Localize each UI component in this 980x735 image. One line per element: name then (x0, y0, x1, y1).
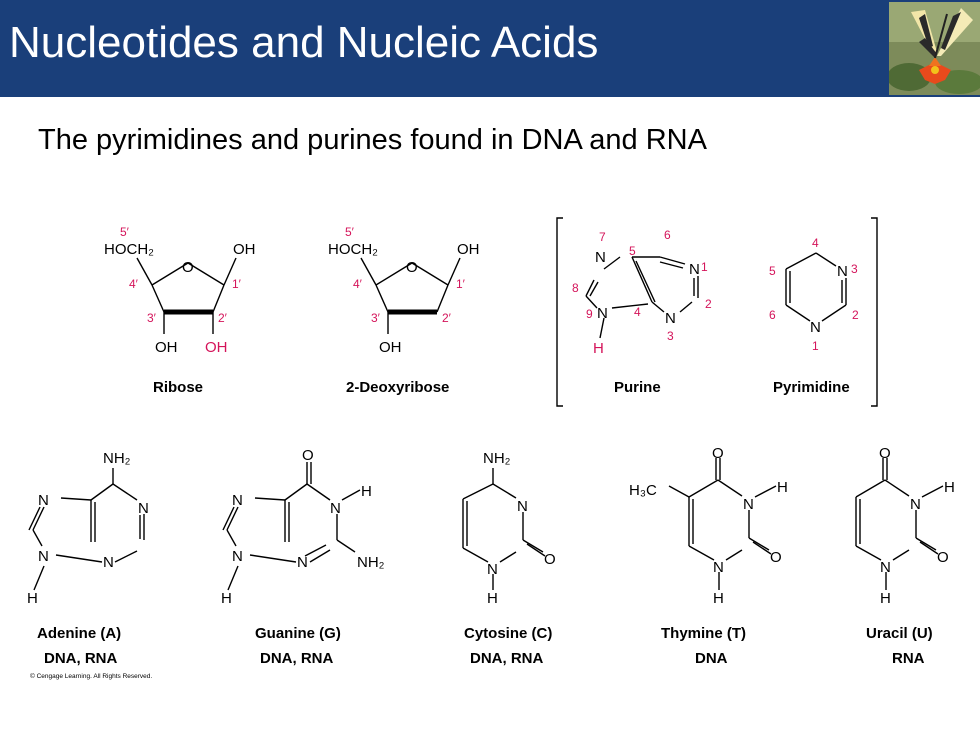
pyrimidine-label: Pyrimidine (773, 379, 850, 396)
purine-number-5: 5 (629, 244, 636, 258)
guanine-h9: H (221, 590, 232, 607)
adenine-n7: N (38, 492, 49, 509)
deoxyribose-number-c4: 4′ (353, 277, 363, 291)
purine-number-3: 3 (667, 329, 674, 343)
purine-n1: N (689, 261, 700, 278)
slide-title: Nucleotides and Nucleic Acids (9, 18, 599, 67)
pyrimidine-number-4: 4 (812, 236, 819, 250)
thymine-n3: N (743, 496, 754, 513)
ribose-number-c2: 2′ (218, 311, 228, 325)
thymine-h3: H (777, 479, 788, 496)
purine-n9: N (597, 305, 608, 322)
cytosine-h: H (487, 590, 498, 607)
purine-h: H (593, 340, 604, 357)
ribose-label: Ribose (153, 379, 203, 396)
cytosine-n1: N (487, 561, 498, 578)
ribose-number-c5: 5′ (120, 225, 130, 239)
ribose-ring-oxygen: O (182, 259, 194, 276)
pyrimidine-n3: N (837, 263, 848, 280)
uracil-n1: N (880, 559, 891, 576)
uracil-label: Uracil (U) (866, 625, 933, 642)
deoxyribose-number-c1: 1′ (456, 277, 466, 291)
cytosine-label: Cytosine (C) (464, 625, 552, 642)
ribose-hoch2-group: HOCH₂ (104, 241, 154, 258)
ribose-number-c1: 1′ (232, 277, 242, 291)
deoxyribose-number-c5: 5′ (345, 225, 355, 239)
thymine-label: Thymine (T) (661, 625, 746, 642)
uracil-o4: O (879, 445, 891, 462)
guanine-n9: N (232, 548, 243, 565)
deoxyribose-label: 2-Deoxyribose (346, 379, 449, 396)
butterfly-on-flower-image (887, 2, 980, 95)
thymine-n1: N (713, 559, 724, 576)
purine-number-1: 1 (701, 260, 708, 274)
guanine-n3: N (297, 554, 308, 571)
copyright-notice: © Cengage Learning. All Rights Reserved. (30, 672, 152, 680)
deoxyribose-oh-c1: OH (457, 241, 480, 258)
cytosine-o: O (544, 551, 556, 568)
adenine-occurrence: DNA, RNA (44, 650, 117, 667)
adenine-n1: N (138, 500, 149, 517)
purine-number-4: 4 (634, 305, 641, 319)
ribose-oh-c2: OH (205, 339, 228, 356)
deoxyribose-number-c3: 3′ (371, 311, 381, 325)
deoxyribose-number-c2: 2′ (442, 311, 452, 325)
adenine-n3: N (103, 554, 114, 571)
thymine-h3c: H₃C (629, 482, 657, 499)
guanine-occurrence: DNA, RNA (260, 650, 333, 667)
pyrimidine-n1: N (810, 319, 821, 336)
adenine-nh2: NH₂ (103, 450, 131, 467)
purine-n3: N (665, 310, 676, 327)
deoxyribose-oh-c3: OH (379, 339, 402, 356)
guanine-n7: N (232, 492, 243, 509)
purine-number-9: 9 (586, 307, 593, 321)
adenine-n9: N (38, 548, 49, 565)
uracil-n3: N (910, 496, 921, 513)
guanine-h1: H (361, 483, 372, 500)
uracil-h3: H (944, 479, 955, 496)
purine-n7: N (595, 249, 606, 266)
deoxyribose-ring-oxygen: O (406, 259, 418, 276)
adenine-h: H (27, 590, 38, 607)
deoxyribose-hoch2-group: HOCH₂ (328, 241, 378, 258)
ribose-oh-c1: OH (233, 241, 256, 258)
thymine-occurrence: DNA (695, 650, 728, 667)
pyrimidine-number-1: 1 (812, 339, 819, 353)
ribose-number-c3: 3′ (147, 311, 157, 325)
purine-number-2: 2 (705, 297, 712, 311)
adenine-label: Adenine (A) (37, 625, 121, 642)
ribose-oh-c3: OH (155, 339, 178, 356)
purine-number-8: 8 (572, 281, 579, 295)
uracil-o2: O (937, 549, 949, 566)
purine-label: Purine (614, 379, 661, 396)
thymine-o2: O (770, 549, 782, 566)
thymine-o4: O (712, 445, 724, 462)
guanine-label: Guanine (G) (255, 625, 341, 642)
slide-subtitle: The pyrimidines and purines found in DNA… (38, 124, 707, 156)
uracil-occurrence: RNA (892, 650, 925, 667)
slide-header: Nucleotides and Nucleic Acids (0, 0, 980, 97)
cytosine-n3: N (517, 498, 528, 515)
thymine-h1: H (713, 590, 724, 607)
guanine-o: O (302, 447, 314, 464)
uracil-h1: H (880, 590, 891, 607)
cytosine-occurrence: DNA, RNA (470, 650, 543, 667)
purine-number-6: 6 (664, 228, 671, 242)
pyrimidine-number-3: 3 (851, 262, 858, 276)
guanine-n1: N (330, 500, 341, 517)
ribose-number-c4: 4′ (129, 277, 139, 291)
cytosine-nh2: NH₂ (483, 450, 511, 467)
base-structures-diagram: 5′ HOCH₂ OH O 4′ 1′ 3′ 2′ OH OH Ribose 5… (0, 180, 980, 690)
guanine-nh2: NH₂ (357, 554, 385, 571)
pyrimidine-number-5: 5 (769, 264, 776, 278)
pyrimidine-number-2: 2 (852, 308, 859, 322)
purine-number-7: 7 (599, 230, 606, 244)
pyrimidine-number-6: 6 (769, 308, 776, 322)
